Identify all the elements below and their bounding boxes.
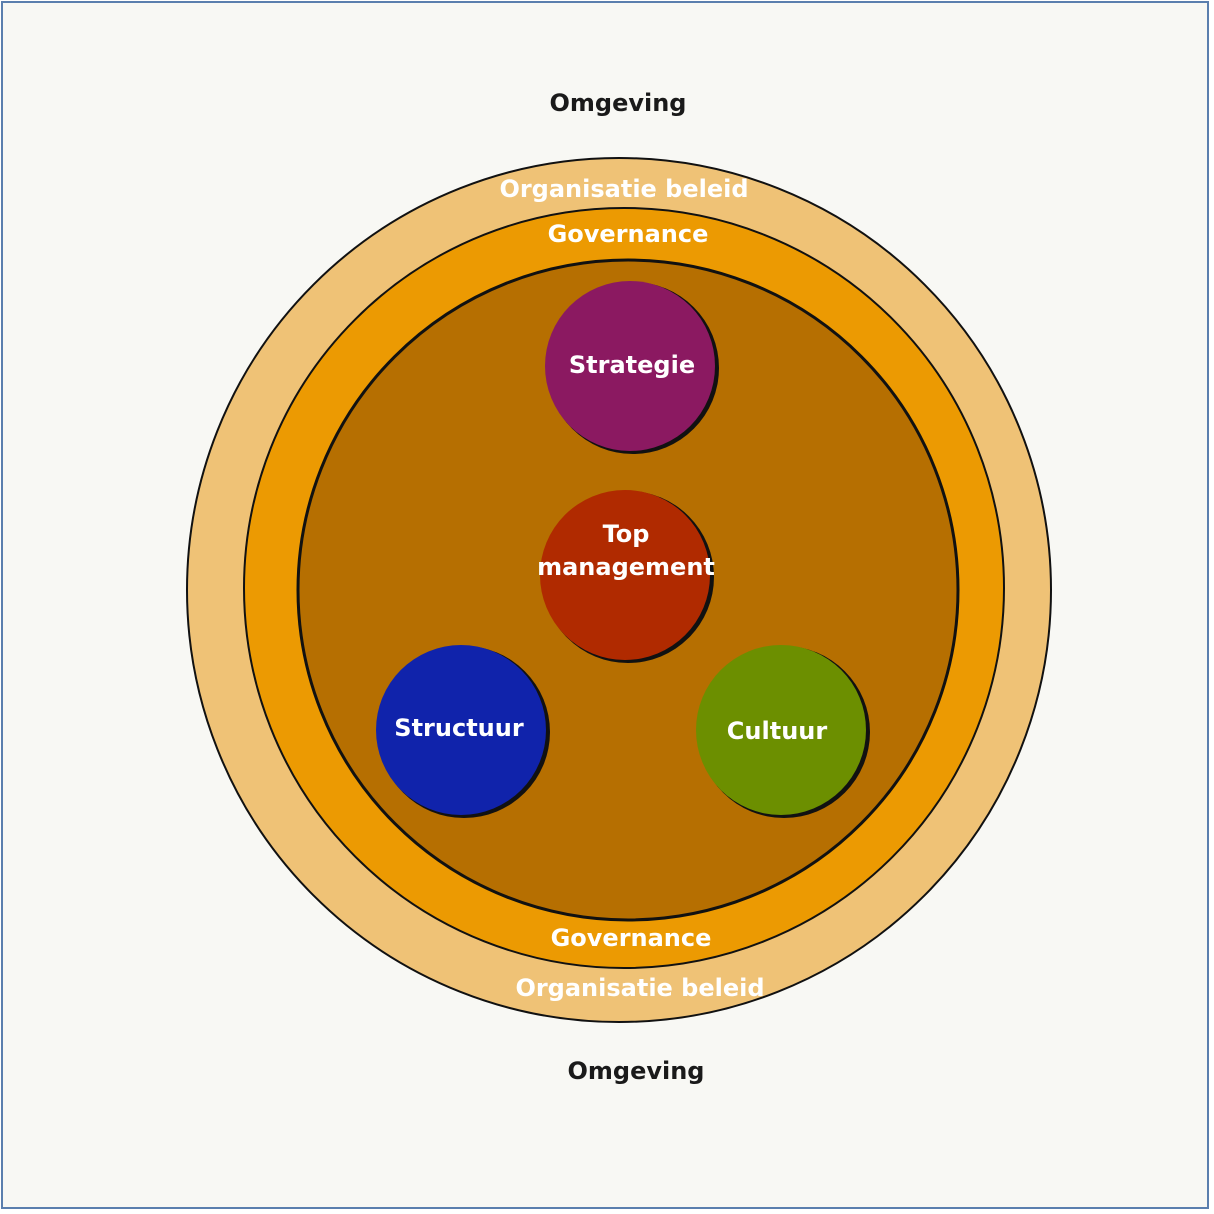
org-policy-label-bottom: Organisatie beleid bbox=[515, 974, 764, 1002]
structure-label: Structuur bbox=[394, 714, 524, 742]
governance-label-top: Governance bbox=[548, 220, 709, 248]
structure-node bbox=[376, 645, 550, 818]
top-management-label-line1: Top bbox=[603, 520, 650, 548]
strategy-node bbox=[545, 281, 719, 454]
culture-node bbox=[696, 645, 870, 818]
top-management-node bbox=[540, 490, 714, 663]
top-management-label-line2: management bbox=[537, 553, 715, 581]
culture-label: Cultuur bbox=[727, 717, 828, 745]
environment-label-bottom: Omgeving bbox=[567, 1057, 704, 1085]
governance-label-bottom: Governance bbox=[551, 924, 712, 952]
environment-label-top: Omgeving bbox=[549, 89, 686, 117]
strategy-label: Strategie bbox=[569, 351, 695, 379]
org-policy-label-top: Organisatie beleid bbox=[499, 175, 748, 203]
